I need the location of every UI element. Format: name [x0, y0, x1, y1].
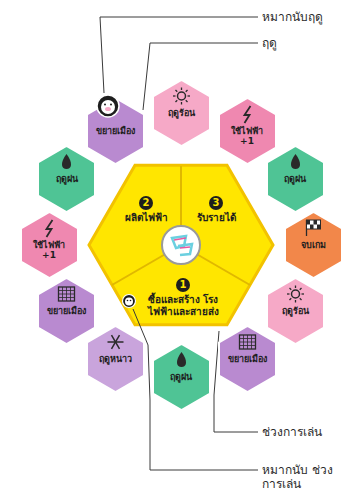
phase-section: 1 ซื้อและสร้าง โรงไฟฟ้าและสายส่ง	[140, 278, 226, 318]
board-space: ฤดูร้อน	[152, 79, 211, 147]
space-label: ใช้ไฟฟ้า	[33, 240, 65, 250]
board-space: ใช้ไฟฟ้า+1	[20, 211, 79, 279]
space-label: ฤดูร้อน	[282, 306, 309, 316]
space-label: ฤดูฝน	[284, 174, 306, 184]
space-label: ฤดูฝน	[170, 372, 192, 382]
phase-number: 1	[176, 278, 190, 292]
callout-label: หมากนับ ช่วงการเล่น	[262, 463, 342, 491]
board-space: ขยายเมือง	[86, 97, 145, 165]
phase-label: รับรายได้	[197, 212, 236, 224]
phase-number: 3	[209, 196, 223, 210]
space-label: จบเกม	[301, 240, 326, 250]
callout-label: ฤดู	[262, 36, 357, 50]
space-label: ขยายเมือง	[96, 126, 135, 136]
phase-section: 3 รับรายได้	[184, 196, 248, 224]
space-label: +1	[240, 136, 254, 146]
space-label: ใช้ไฟฟ้า	[231, 126, 263, 136]
board-space: ขยายเมือง	[218, 325, 277, 393]
board-space: ขยายเมือง	[37, 277, 96, 345]
board-space: ฤดูฝน	[266, 145, 325, 213]
callout-label: ช่วงการเล่น	[262, 425, 357, 439]
space-label: +1	[42, 250, 56, 260]
board-space: ฤดูหนาว	[86, 325, 145, 393]
board-space: ฤดูฝน	[152, 343, 211, 411]
board-space: จบเกม	[284, 211, 343, 279]
board-space: ฤดูฝน	[37, 145, 96, 213]
board-space: ฤดูร้อน	[266, 277, 325, 345]
callout-label: หมากนับฤดู	[262, 10, 357, 24]
board-space: ใช้ไฟฟ้า+1	[218, 97, 277, 165]
space-label: ฤดูหนาว	[99, 354, 132, 364]
phase-label: ผลิตไฟฟ้า	[125, 212, 168, 224]
phase-section: 2 ผลิตไฟฟ้า	[114, 196, 178, 224]
space-label: ฤดูร้อน	[168, 108, 195, 118]
space-label: ขยายเมือง	[228, 354, 267, 364]
space-label: ฤดูฝน	[56, 174, 78, 184]
phase-label: ซื้อและสร้าง โรงไฟฟ้าและสายส่ง	[140, 294, 226, 318]
space-label: ขยายเมือง	[47, 306, 86, 316]
phase-number: 2	[139, 196, 153, 210]
